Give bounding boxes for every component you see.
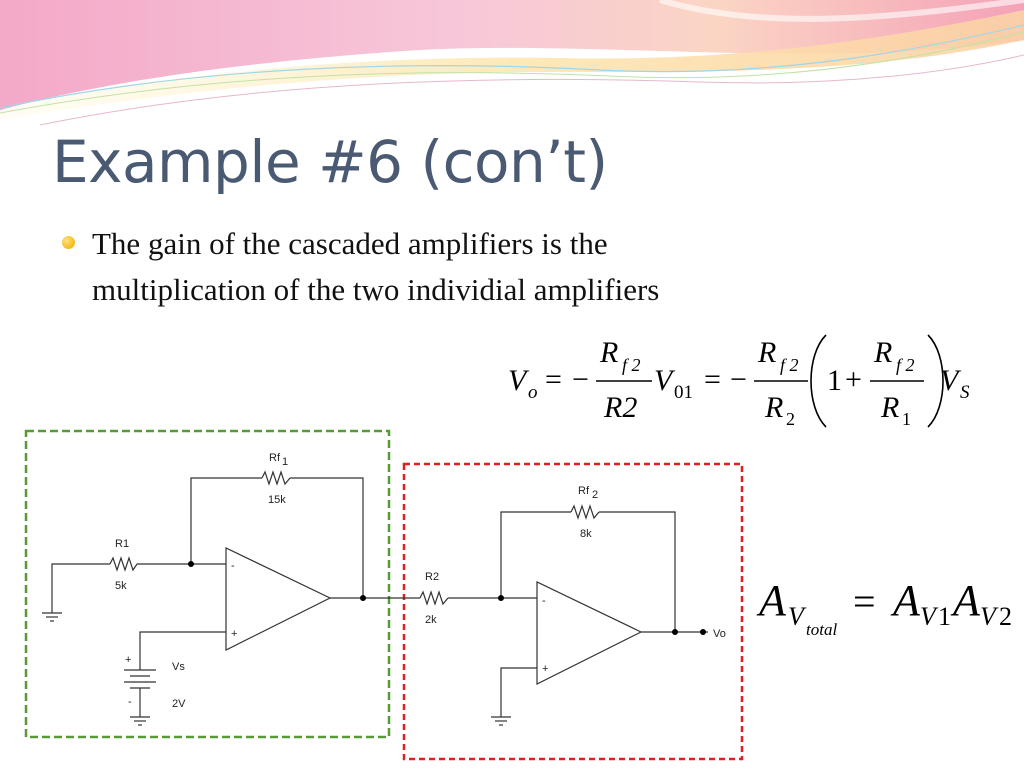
eq1-r1-den: R	[880, 391, 899, 424]
stage1-input-wire	[51, 563, 110, 613]
rf1-label-sub: 1	[282, 456, 288, 468]
eq1-equals-1: =	[545, 363, 562, 396]
eq1-rf2-num-2-sub: f 2	[780, 355, 799, 375]
eq1-equals-2: =	[704, 363, 721, 396]
eq1-minus-2: −	[730, 363, 747, 396]
rf1-resistor	[261, 470, 291, 486]
eq1-right-paren	[927, 334, 944, 428]
opamp2-plus-sign: +	[542, 663, 548, 675]
eq2-equals: =	[853, 579, 876, 624]
stage1-feedback-right-wire	[290, 477, 364, 598]
stage2-feedback-left-wire	[500, 511, 571, 598]
eq1-plus: +	[845, 363, 862, 396]
opamp2-triangle	[536, 581, 643, 685]
eq1-r2b-den-sub: 2	[786, 409, 795, 429]
bullet-dot-icon	[62, 236, 75, 249]
stage1-plus-input-wire	[139, 631, 226, 670]
eq1-rf2-num-3: R	[873, 336, 892, 369]
rf2-value: 8k	[580, 528, 592, 540]
eq1-rf2-num-sub: f 2	[622, 355, 641, 375]
total-gain-equation: A V total = A V 1 A V 2	[756, 576, 1012, 639]
r2-resistor	[419, 590, 449, 606]
stage1-feedback-left-wire	[190, 477, 262, 564]
source-plus-sign: +	[125, 654, 131, 666]
bullet-text-line-2: multiplication of the two individial amp…	[92, 272, 660, 307]
source-value: 2V	[172, 698, 186, 710]
eq1-v01-sub: 01	[674, 382, 693, 403]
eq1-r2-den: R2	[603, 391, 637, 424]
eq2-a: A	[756, 576, 787, 625]
eq2-v: V	[788, 602, 807, 631]
junction-dot-3	[498, 595, 504, 601]
bullet-text-line-1: The gain of the cascaded amplifiers is t…	[92, 226, 608, 261]
slide-title: Example #6 (con’t)	[52, 128, 608, 196]
r2-label: R2	[425, 571, 439, 583]
eq1-r1-den-sub: 1	[902, 409, 911, 429]
source-label: Vs	[172, 661, 185, 673]
stage1-dashed-box	[24, 429, 391, 739]
stage2-feedback-right-wire	[599, 511, 676, 632]
junction-dot-2	[360, 595, 366, 601]
eq1-vo-sub: o	[528, 382, 538, 403]
opamp2-minus-sign: -	[542, 595, 546, 607]
output-terminal-dot	[700, 629, 706, 635]
stage2-dashed-box	[402, 462, 744, 761]
opamp1-plus-sign: +	[231, 628, 237, 640]
rf1-label: Rf	[269, 452, 281, 464]
rf1-value: 15k	[268, 494, 286, 506]
eq1-rf2-num-2: R	[757, 336, 776, 369]
eq1-vo: V	[508, 364, 530, 397]
eq1-rf2-num: R	[599, 336, 618, 369]
eq1-r2b-den: R	[764, 391, 783, 424]
eq2-a1: A	[890, 576, 921, 625]
gain-equation-cascade: V o = − R f 2 R2 V 01 = − R f 2 R 2 1 + …	[508, 334, 970, 429]
eq2-v1: V	[920, 602, 939, 631]
eq1-minus-1: −	[572, 363, 589, 396]
eq1-one: 1	[827, 364, 842, 397]
junction-dot-4	[672, 629, 678, 635]
eq2-two: 2	[999, 602, 1012, 631]
opamp1-minus-sign: -	[231, 560, 235, 572]
r1-value: 5k	[115, 580, 127, 592]
rf2-label: Rf	[578, 485, 590, 497]
eq1-rf2-num-3-sub: f 2	[896, 355, 915, 375]
eq1-vs-sub: S	[960, 382, 970, 403]
rf2-label-sub: 2	[592, 489, 598, 501]
eq2-v2: V	[980, 602, 999, 631]
eq2-total: total	[806, 620, 837, 639]
source-minus-sign: -	[128, 696, 132, 708]
stage2-plus-to-ground-wire	[500, 667, 537, 717]
r1-label: R1	[115, 538, 129, 550]
eq2-a2: A	[950, 576, 981, 625]
eq2-one: 1	[938, 602, 951, 631]
eq1-v01: V	[654, 364, 676, 397]
junction-dot-1	[188, 561, 194, 567]
opamp1-triangle	[225, 547, 332, 651]
eq1-left-paren	[810, 334, 827, 428]
header-swoosh-decoration	[0, 0, 1024, 126]
r1-resistor	[109, 556, 138, 572]
output-label: Vo	[713, 628, 726, 640]
r2-value: 2k	[425, 614, 437, 626]
rf2-resistor	[570, 504, 600, 520]
eq1-vs: V	[940, 364, 962, 397]
